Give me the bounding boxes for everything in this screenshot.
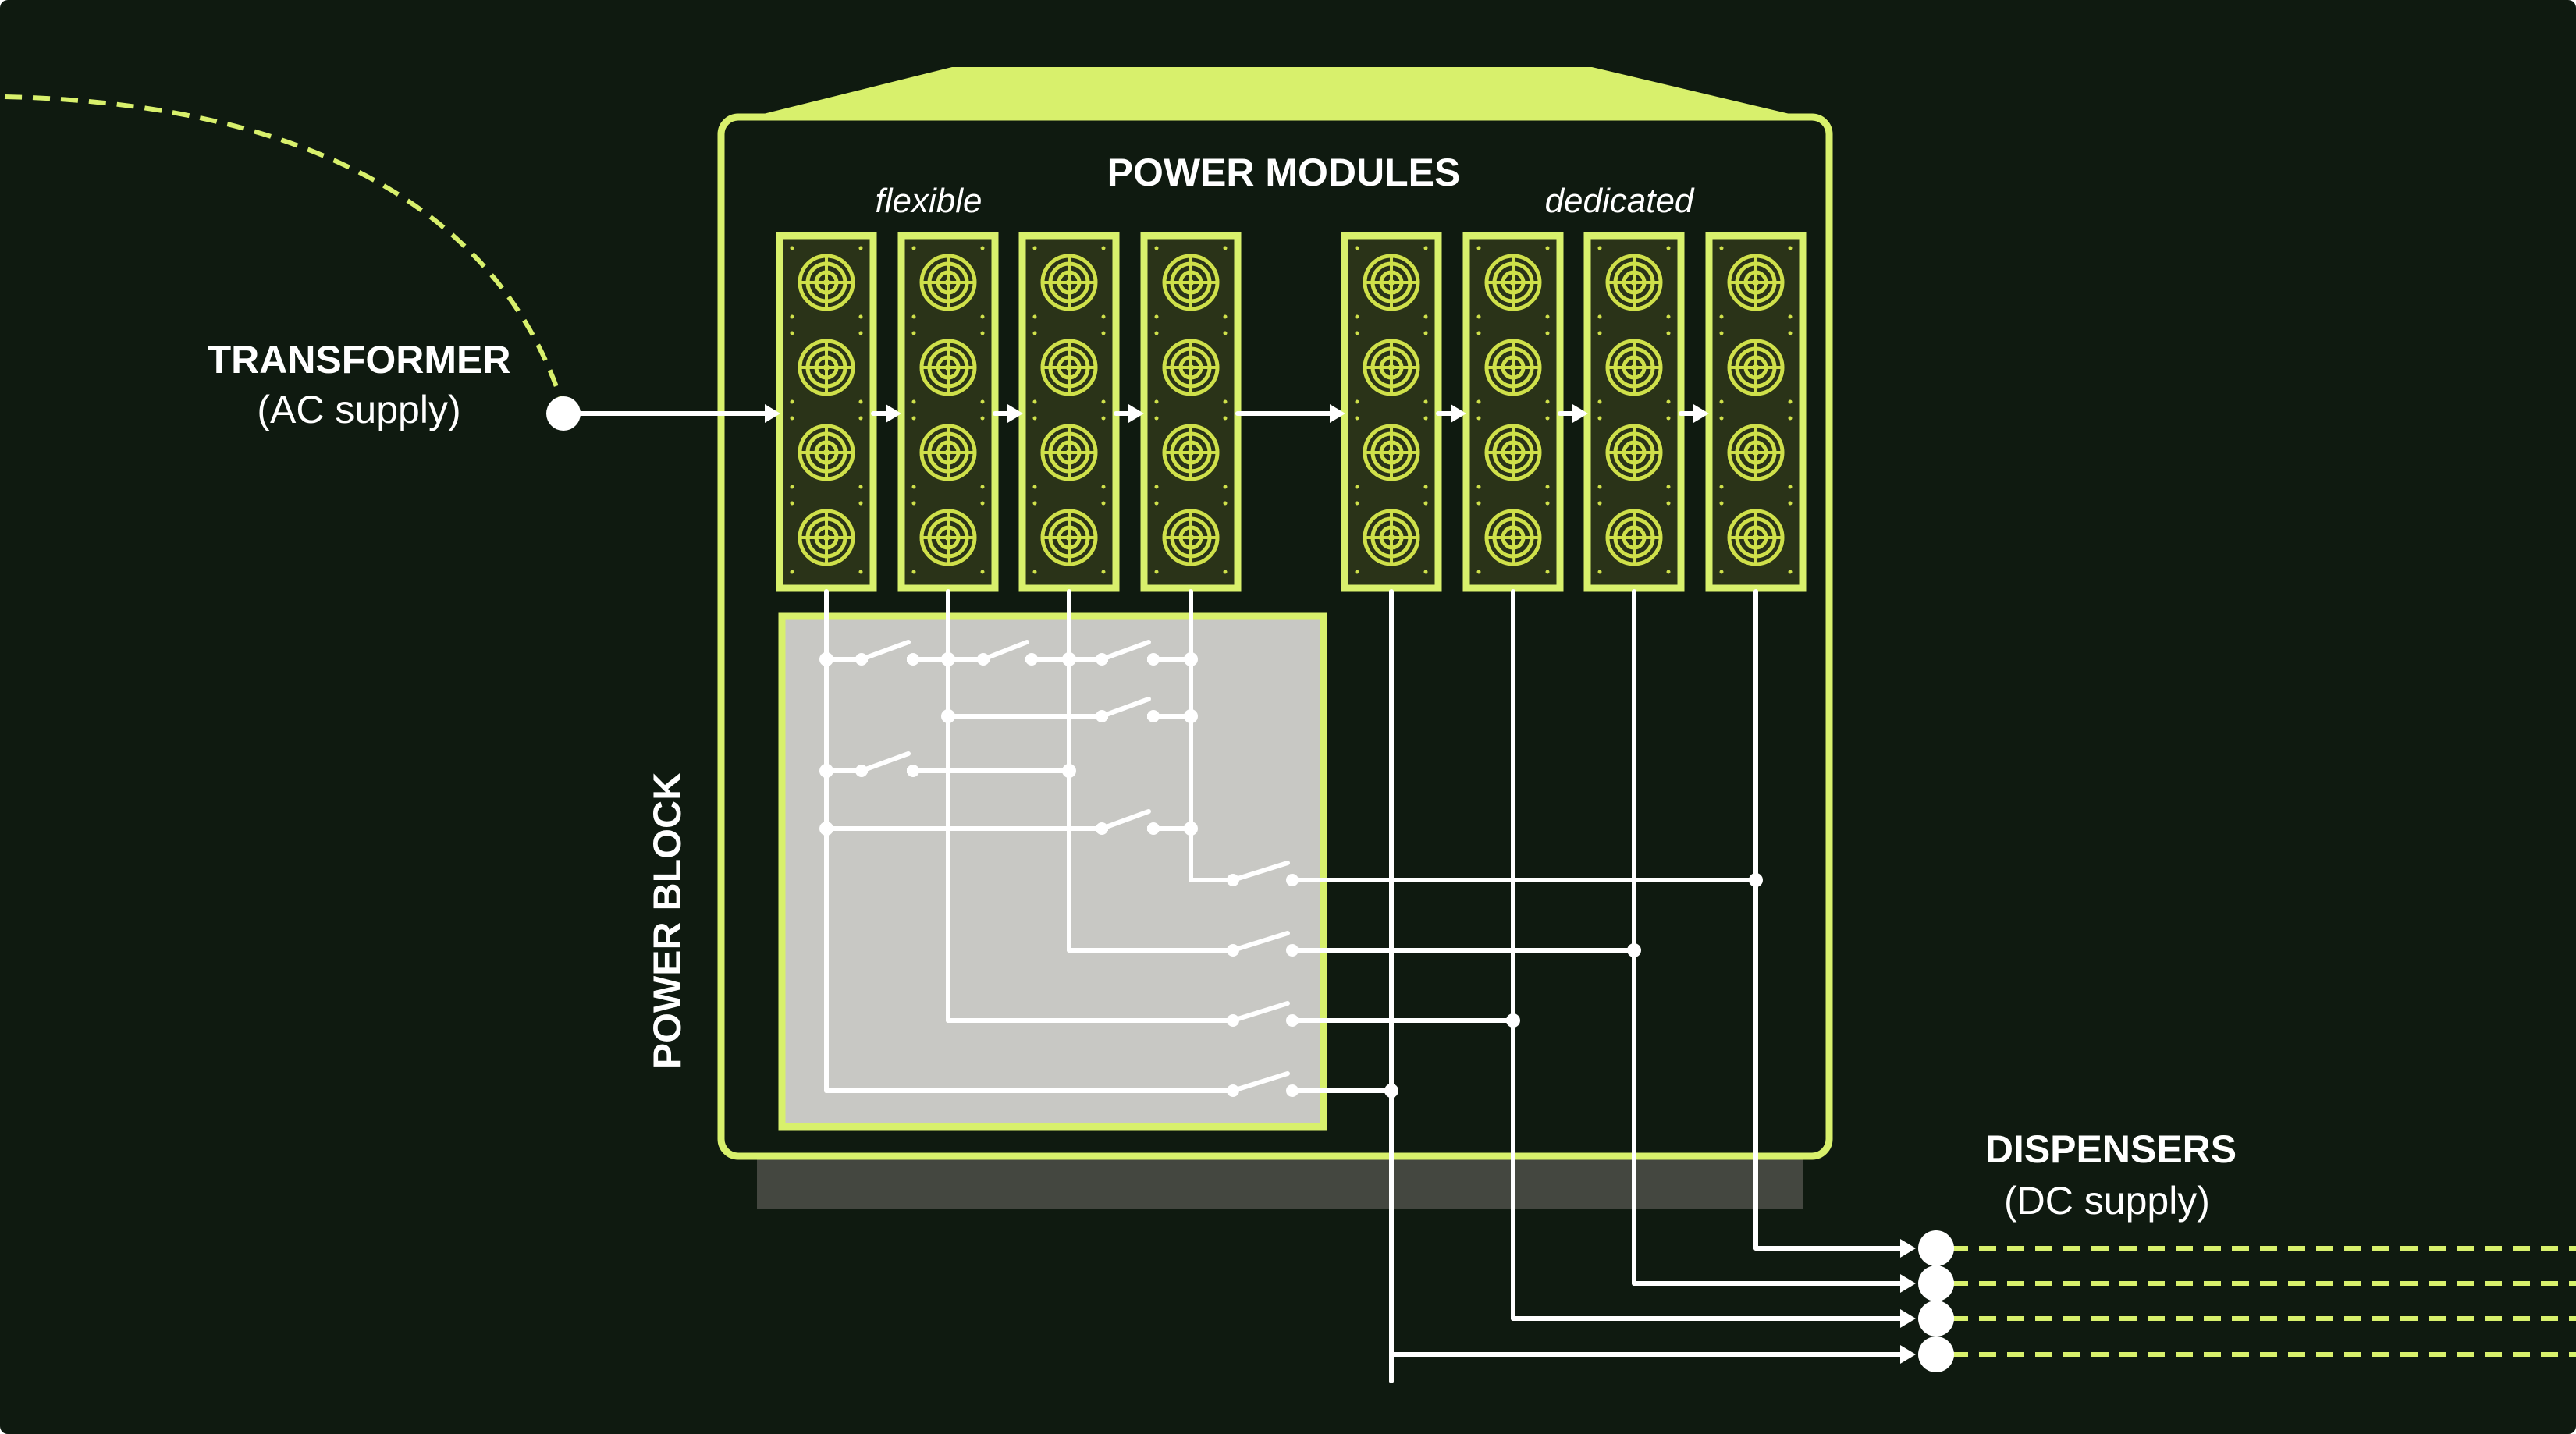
switch-matrix <box>778 612 1327 1131</box>
arrow-icon <box>1572 404 1588 423</box>
power-modules-title: POWER MODULES <box>1107 151 1461 194</box>
power-module-dedicated-1 <box>1341 232 1442 592</box>
arrow-icon <box>765 404 780 423</box>
arrow-icon <box>1330 404 1345 423</box>
switch-icon <box>1227 1071 1299 1097</box>
arrow-icon <box>1693 404 1709 423</box>
transformer-title: TRANSFORMER <box>208 338 511 382</box>
junction-dot <box>1506 1013 1520 1028</box>
dedicated-group-label: dedicated <box>1545 182 1695 220</box>
dispenser-output-4 <box>1918 1336 2576 1372</box>
junction-dot <box>1062 652 1076 666</box>
junction-dot <box>819 764 833 778</box>
junction-dot <box>1384 1084 1398 1098</box>
arrow-icon <box>1128 404 1144 423</box>
connector-node-icon <box>1918 1301 1954 1336</box>
power-module-flexible-1 <box>776 232 877 592</box>
junction-dot <box>1749 873 1763 887</box>
arrow-icon <box>1451 404 1466 423</box>
switch-icon <box>977 640 1038 666</box>
switch-icon <box>1096 640 1160 666</box>
junction-dot <box>819 652 833 666</box>
power-module-flexible-2 <box>897 232 999 592</box>
dispenser-output-2 <box>1918 1265 2576 1301</box>
dispenser-outputs <box>1918 1230 2576 1372</box>
junction-dot <box>1062 764 1076 778</box>
arrow-icon <box>1900 1309 1916 1328</box>
junction-dot <box>941 652 955 666</box>
junction-dot <box>941 709 955 723</box>
switch-icon <box>1227 931 1299 957</box>
flow-arrows <box>765 404 1916 1364</box>
arrow-icon <box>1900 1274 1916 1293</box>
transformer-subtitle: (AC supply) <box>257 388 460 431</box>
junction-nodes <box>819 640 1763 1098</box>
arrow-icon <box>1900 1239 1916 1258</box>
power-module-dedicated-3 <box>1583 232 1685 592</box>
connector-node-icon <box>1918 1265 1954 1301</box>
cabinet-roof <box>726 67 1829 123</box>
power-block-label: POWER BLOCK <box>645 772 689 1070</box>
switch-icon <box>855 640 919 666</box>
junction-dot <box>1184 822 1198 836</box>
power-module-dedicated-4 <box>1705 232 1807 592</box>
dispensers-title: DISPENSERS <box>1985 1127 2237 1171</box>
power-modules <box>776 232 1807 592</box>
dispenser-output-1 <box>1918 1230 2576 1266</box>
connector-node-icon <box>1918 1336 1954 1372</box>
power-module-flexible-3 <box>1018 232 1120 592</box>
arrow-icon <box>1007 404 1023 423</box>
switch-icon <box>1227 861 1299 886</box>
power-module-dedicated-2 <box>1462 232 1564 592</box>
junction-dot <box>1184 709 1198 723</box>
ac-supply-dashed-line <box>4 94 566 408</box>
connector-node-icon <box>1918 1230 1954 1266</box>
switch-icon <box>1096 697 1160 722</box>
transformer-node <box>546 396 581 431</box>
switch-icon <box>1227 1001 1299 1027</box>
dispenser-output-3 <box>1918 1301 2576 1336</box>
power-module-flexible-4 <box>1140 232 1242 592</box>
junction-dot <box>1627 943 1641 957</box>
junction-dot <box>819 822 833 836</box>
junction-dot <box>1184 652 1198 666</box>
switch-icon <box>855 751 919 777</box>
dispensers-subtitle: (DC supply) <box>2004 1179 2210 1223</box>
cabinet-base <box>757 1156 1803 1209</box>
arrow-icon <box>1900 1345 1916 1364</box>
arrow-icon <box>886 404 901 423</box>
switch-icon <box>1096 809 1160 835</box>
flexible-group-label: flexible <box>876 182 982 220</box>
